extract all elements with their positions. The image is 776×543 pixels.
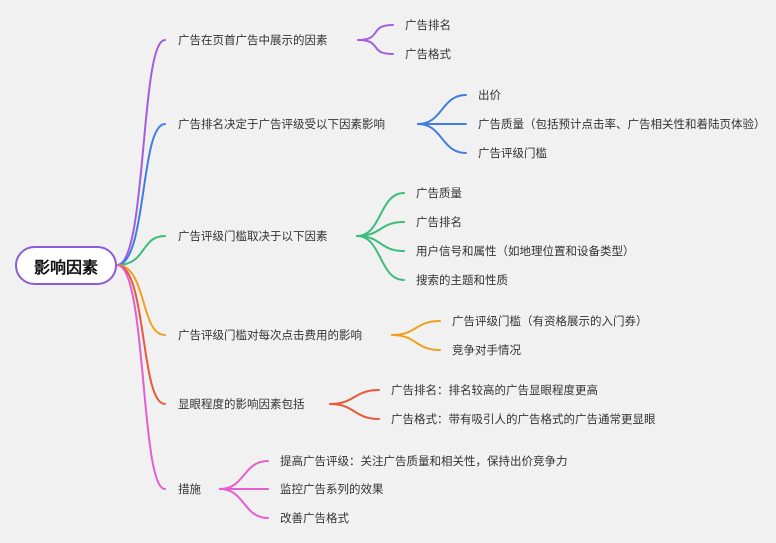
child-node[interactable]: 广告质量: [416, 186, 462, 200]
branch-node[interactable]: 广告评级门槛对每次点击费用的影响: [178, 328, 362, 342]
child-node[interactable]: 广告格式：带有吸引人的广告格式的广告通常更显眼: [391, 412, 656, 426]
child-connector: [219, 488, 269, 519]
child-connector: [329, 389, 380, 405]
branch-connector: [116, 123, 166, 266]
branch-node[interactable]: 广告排名决定于广告评级受以下因素影响: [178, 117, 385, 131]
branch-connector: [116, 264, 166, 336]
branch-node[interactable]: 广告在页首广告中展示的因素: [178, 33, 328, 47]
child-connector: [329, 403, 380, 420]
child-connector: [391, 334, 441, 351]
child-node[interactable]: 提高广告评级：关注广告质量和相关性，保持出价竞争力: [280, 454, 568, 468]
child-node[interactable]: 用户信号和属性（如地理位置和设备类型）: [416, 244, 635, 258]
child-connector: [357, 24, 394, 41]
branch-node[interactable]: 广告评级门槛取决于以下因素: [178, 229, 328, 243]
child-node[interactable]: 搜索的主题和性质: [416, 273, 508, 287]
branch-connector: [116, 39, 166, 266]
branch-node[interactable]: 显眼程度的影响因素包括: [178, 397, 305, 411]
root-node[interactable]: 影响因素: [15, 246, 117, 285]
child-connector: [391, 320, 441, 336]
child-node[interactable]: 广告格式: [405, 47, 451, 61]
child-node[interactable]: 改善广告格式: [280, 511, 349, 525]
child-node[interactable]: 广告质量（包括预计点击率、广告相关性和着陆页体验）: [478, 117, 766, 131]
child-connector: [417, 123, 467, 154]
child-node[interactable]: 广告排名: [416, 215, 462, 229]
child-node[interactable]: 监控广告系列的效果: [280, 482, 384, 496]
branch-node[interactable]: 措施: [178, 482, 201, 496]
child-node[interactable]: 出价: [478, 88, 501, 102]
child-connector: [356, 235, 405, 281]
child-connector: [417, 94, 467, 125]
child-node[interactable]: 竞争对手情况: [452, 343, 521, 357]
root-label: 影响因素: [33, 257, 98, 277]
branch-connector: [116, 264, 166, 405]
child-connector: [219, 460, 269, 490]
child-node[interactable]: 广告评级门槛: [478, 146, 547, 160]
branch-connector: [116, 235, 166, 266]
child-node[interactable]: 广告评级门槛（有资格展示的入门券）: [452, 314, 648, 328]
child-connector: [357, 39, 394, 55]
child-node[interactable]: 广告排名: [405, 18, 451, 32]
branch-connector: [116, 264, 166, 490]
child-node[interactable]: 广告排名：排名较高的广告显眼程度更高: [391, 383, 598, 397]
